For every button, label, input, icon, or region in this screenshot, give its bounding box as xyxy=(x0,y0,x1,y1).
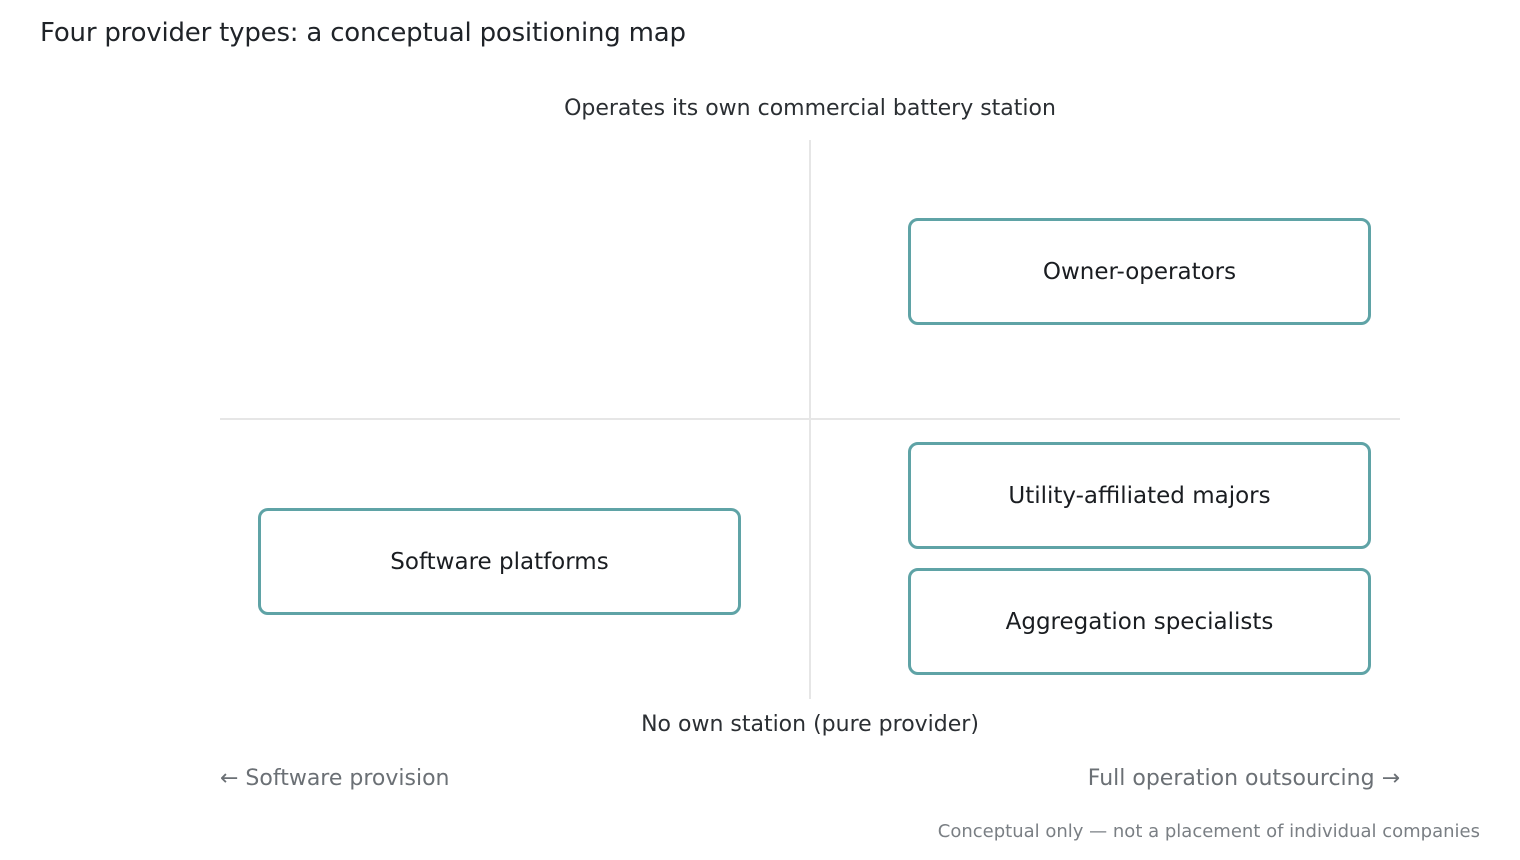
box-label: Utility-affiliated majors xyxy=(1008,482,1271,509)
y-axis-bottom-label: No own station (pure provider) xyxy=(641,712,979,737)
page-title: Four provider types: a conceptual positi… xyxy=(40,18,686,48)
footnote: Conceptual only — not a placement of ind… xyxy=(937,821,1480,842)
box-software-platforms: Software platforms xyxy=(258,508,741,615)
box-owner-operators: Owner-operators xyxy=(908,218,1371,325)
x-axis-left-label: ← Software provision xyxy=(220,766,450,791)
horizontal-axis-line xyxy=(220,418,1400,420)
box-aggregation-specialists: Aggregation specialists xyxy=(908,568,1371,675)
box-label: Software platforms xyxy=(390,548,609,575)
x-axis-right-label: Full operation outsourcing → xyxy=(1087,766,1400,791)
box-utility-affiliated-majors: Utility-affiliated majors xyxy=(908,442,1371,549)
box-label: Aggregation specialists xyxy=(1005,608,1274,635)
box-label: Owner-operators xyxy=(1042,258,1237,285)
y-axis-top-label: Operates its own commercial battery stat… xyxy=(564,96,1056,121)
